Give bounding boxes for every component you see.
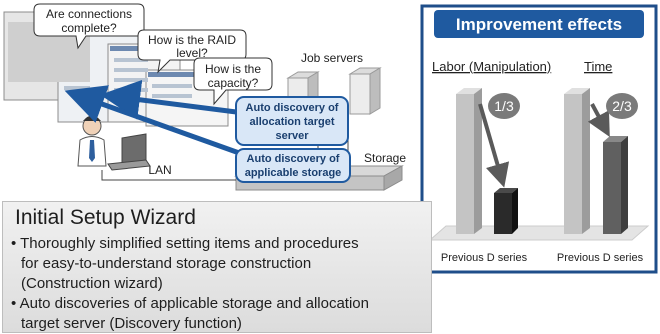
svg-text:1/3: 1/3 [494,98,514,114]
bar-time-new [603,136,628,234]
bullet-discovery-function: • Auto discoveries of applicable storage… [11,295,369,332]
bullet-construction-wizard: • Thoroughly simplified setting items an… [11,235,359,292]
time-label: Time [584,59,612,74]
reduction-arrow [587,103,610,138]
previous-series-label: Previous D series [441,252,528,264]
bubble-text: complete? [61,21,117,35]
svg-text:Auto discovery of: Auto discovery of [247,153,340,165]
bubble-text: level? [176,46,208,60]
improvement-title: Improvement effects [456,15,622,34]
ratio-badge: 1/3 [488,93,520,119]
wizard-title: Initial Setup Wizard [15,206,196,229]
bubble-text: How is the RAID [148,33,236,47]
discovery-arrow [100,79,253,120]
bubble-text: capacity? [208,76,259,90]
bar-labor-previous [456,88,482,234]
discovery-arrow [64,85,243,157]
labor-label: Labor (Manipulation) [432,59,551,74]
svg-text:applicable storage: applicable storage [245,167,342,179]
ratio-badge: 2/3 [606,93,638,119]
job-servers-label: Job servers [301,51,363,65]
speech-bubble: How is the RAID level? [137,29,247,74]
setup-wizard-panel: Initial Setup Wizard • Thoroughly simpli… [2,201,432,333]
bubble-text: How is the [205,62,261,76]
server-icon [348,67,382,115]
svg-text:2/3: 2/3 [612,98,632,114]
lan-label: LAN [148,163,171,177]
bubble-text: Are connections [46,7,132,21]
chart-floor [428,225,650,241]
svg-text:server: server [275,130,309,142]
speech-bubble: How is the capacity? [193,57,273,106]
user-icon [77,115,107,167]
bar-time-previous [564,88,590,234]
svg-text:allocation target: allocation target [250,116,335,128]
previous-series-label: Previous D series [557,252,644,264]
improvement-effects-panel: Improvement effects Labor (Manipulation)… [420,4,658,274]
laptop-icon [107,133,151,171]
speech-bubble: Are connections complete? [33,3,145,50]
storage-label: Storage [364,151,406,165]
allocation-discovery-callout: Auto discovery of allocation target serv… [235,96,349,146]
storage-discovery-callout: Auto discovery of applicable storage [235,148,351,183]
improvement-title-banner [434,10,644,38]
bar-labor-new [494,188,518,234]
svg-text:Auto discovery of: Auto discovery of [246,102,339,114]
reduction-arrow [478,103,510,188]
